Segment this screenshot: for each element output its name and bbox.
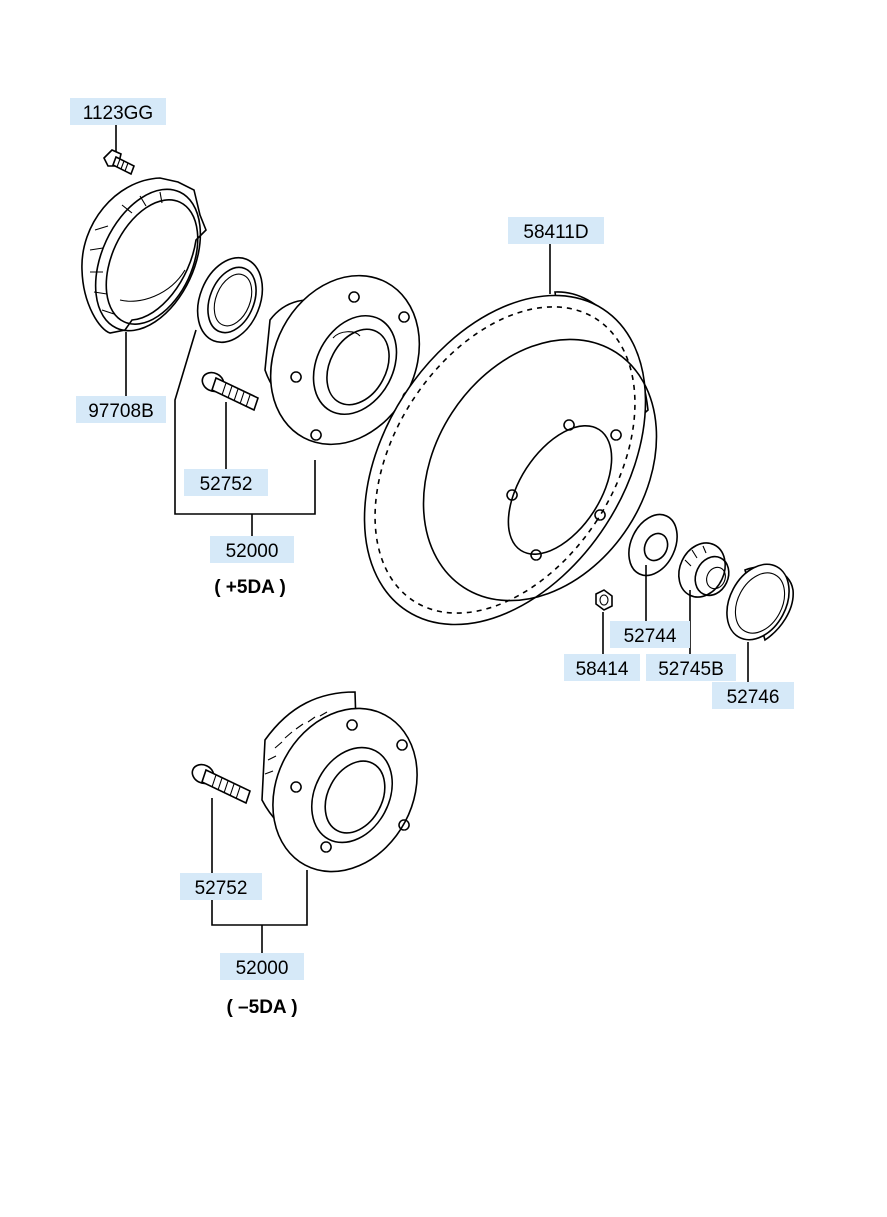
variant-label-lower: ( –5DA ) xyxy=(226,997,297,1018)
oil-seal-drawing xyxy=(196,256,264,344)
label-52745b: 52745B xyxy=(646,654,736,681)
label-background xyxy=(712,682,794,709)
label-background xyxy=(76,396,166,423)
label-text: 1123GG xyxy=(83,103,153,124)
label-text: 52000 xyxy=(226,541,279,562)
label-97708b: 97708B xyxy=(76,396,166,423)
hub-bolt-lower-drawing xyxy=(191,763,251,805)
label-text: 52746 xyxy=(727,687,780,708)
label-52000-upper: 52000 xyxy=(210,536,294,563)
label-text: 52000 xyxy=(236,958,289,979)
label-58411d: 58411D xyxy=(508,217,604,244)
label-text: 97708B xyxy=(88,401,154,422)
lock-nut-52745b-drawing xyxy=(678,542,730,598)
cap-52746-drawing xyxy=(726,563,794,642)
nut-58414-drawing xyxy=(595,589,613,611)
brake-disc-58411d-drawing xyxy=(363,291,658,626)
washer-52744-drawing xyxy=(628,513,678,577)
label-text: 52752 xyxy=(200,474,253,495)
label-52752-lower: 52752 xyxy=(180,873,262,900)
label-text: 52745B xyxy=(658,659,724,680)
bolt-1123gg-drawing xyxy=(103,149,136,176)
label-background xyxy=(210,536,294,563)
label-52000-lower: 52000 xyxy=(220,953,304,980)
label-background xyxy=(220,953,304,980)
label-text: 52744 xyxy=(624,626,677,647)
label-background xyxy=(646,654,736,681)
tone-wheel-97708b-drawing xyxy=(81,177,207,334)
label-background xyxy=(564,654,640,681)
label-background xyxy=(180,873,262,900)
label-52752-upper: 52752 xyxy=(184,469,268,496)
label-background xyxy=(610,621,690,648)
label-text: 58414 xyxy=(576,659,629,680)
label-1123gg: 1123GG xyxy=(70,98,166,125)
hub-lower-drawing xyxy=(261,691,418,873)
label-58414: 58414 xyxy=(564,654,640,681)
variant-label-upper: ( +5DA ) xyxy=(214,577,286,598)
label-text: 52752 xyxy=(195,878,248,899)
label-background xyxy=(70,98,166,125)
hub-upper-drawing xyxy=(264,274,421,446)
label-52744: 52744 xyxy=(610,621,690,648)
label-52746: 52746 xyxy=(712,682,794,709)
hub-bolt-upper-drawing xyxy=(201,371,259,412)
label-text: 58411D xyxy=(523,222,588,243)
label-background xyxy=(508,217,604,244)
label-background xyxy=(184,469,268,496)
